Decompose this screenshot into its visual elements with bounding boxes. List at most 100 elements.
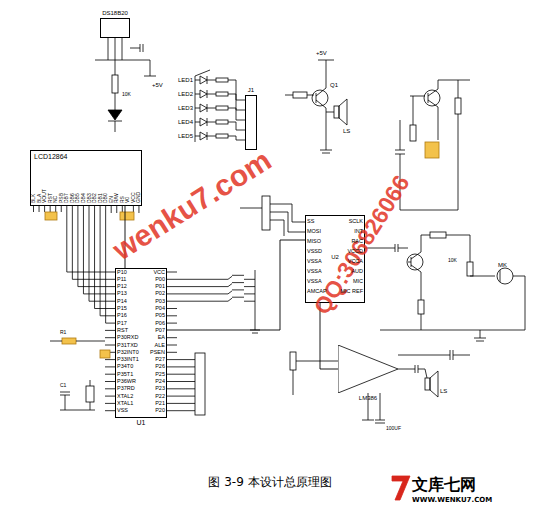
pin-label: P37RD xyxy=(117,386,135,392)
component-label: LED2 xyxy=(178,91,193,97)
pin-label: EN xyxy=(109,196,114,203)
wire xyxy=(167,286,228,287)
wire xyxy=(207,122,216,123)
wire xyxy=(228,136,245,140)
wire xyxy=(105,396,115,397)
led-symbol xyxy=(200,90,207,98)
led-symbol xyxy=(200,132,207,140)
wire xyxy=(167,403,195,404)
wire xyxy=(195,94,200,95)
pin-label: P27 xyxy=(155,357,165,363)
pin-label: NC xyxy=(53,196,58,203)
wire xyxy=(228,122,245,130)
pin-label: VCC xyxy=(131,192,136,203)
wire xyxy=(100,206,115,316)
pin-label: P22 xyxy=(155,394,165,400)
wire xyxy=(167,352,177,353)
pin-label: P35T1 xyxy=(117,372,133,378)
amplifier-triangle: LM386 xyxy=(338,345,398,393)
pin-label: P33INT1 xyxy=(117,357,139,363)
part-name: U1 xyxy=(137,419,146,427)
pin-label: VCCA xyxy=(348,259,363,265)
wire xyxy=(167,374,195,375)
wire xyxy=(105,403,115,404)
wire xyxy=(167,308,177,309)
pin-label: P07 xyxy=(155,328,165,334)
pin-label: P04 xyxy=(155,306,165,312)
component-label: R1 xyxy=(60,330,66,335)
wire xyxy=(228,298,232,301)
wire xyxy=(232,282,244,283)
led-symbol xyxy=(200,104,207,112)
pin-label: SS xyxy=(307,219,314,225)
pin-label: DB0 xyxy=(103,193,108,203)
pin-label: VSSA xyxy=(307,269,322,275)
wire xyxy=(228,284,232,287)
wire-connector xyxy=(167,240,305,330)
wire xyxy=(228,291,232,294)
component-label: +5V xyxy=(152,82,163,88)
pin-label: P14 xyxy=(117,299,127,305)
pin-label: P26 xyxy=(155,364,165,370)
pin-label: DB1 xyxy=(98,193,103,203)
pin-label: P10 xyxy=(117,270,127,276)
wire xyxy=(105,381,115,382)
logo-text: WWW.WENKU7.COM xyxy=(412,497,492,504)
component-label: 100UF xyxy=(386,426,401,431)
pin-label: P16 xyxy=(117,313,127,319)
wire xyxy=(228,108,245,120)
wire xyxy=(244,279,255,280)
wire-connector xyxy=(167,240,305,330)
component-label: LS xyxy=(343,128,350,134)
figure-caption: 图 3-9 本设计总原理图 xyxy=(208,476,331,488)
wire xyxy=(167,301,228,302)
wire xyxy=(244,301,255,302)
logo-text: 文库七网 xyxy=(412,477,476,493)
pin-label: P32INT0 xyxy=(117,350,139,356)
component-label: 10K xyxy=(122,92,131,97)
led-symbol xyxy=(200,118,207,126)
resistor-symbol xyxy=(216,92,228,96)
pin-label: DB6 xyxy=(70,193,75,203)
pin-label: MOSI xyxy=(307,229,321,235)
wire xyxy=(228,276,232,279)
wire xyxy=(167,410,195,411)
pin-label: MIC xyxy=(353,279,363,285)
pin-label: P30RXD xyxy=(117,335,138,341)
pin-label: VCC xyxy=(153,270,165,276)
wire xyxy=(167,272,177,273)
pin-label: XTAL2 xyxy=(117,394,133,400)
pin-label: P20 xyxy=(155,408,165,414)
pin-label: VSSA xyxy=(307,259,322,265)
pin-label: VCCD xyxy=(347,249,363,255)
sensor-chip: DS18B20 xyxy=(100,18,130,38)
pin-label: P05 xyxy=(155,313,165,319)
pin-label: MIC REF xyxy=(340,289,363,295)
wire xyxy=(195,80,200,81)
wire xyxy=(228,80,245,100)
resistor-symbol xyxy=(216,106,228,110)
wire xyxy=(61,206,62,212)
component-label: LED1 xyxy=(178,77,193,83)
wire xyxy=(207,80,216,81)
pin-label: P24 xyxy=(155,379,165,385)
resistor-symbol xyxy=(216,134,228,138)
wire xyxy=(44,206,45,212)
resistor-symbol xyxy=(216,78,228,82)
wire xyxy=(232,275,244,276)
pin-label: P12 xyxy=(117,284,127,290)
wire xyxy=(138,206,139,213)
pin-label: DB5 xyxy=(75,193,80,203)
part-name: DS18B20 xyxy=(102,10,128,17)
wire xyxy=(207,108,216,109)
wire xyxy=(207,94,216,95)
wire xyxy=(105,410,115,411)
pin-label: R/W xyxy=(114,193,119,203)
pin-label: DB3 xyxy=(87,193,92,203)
wire xyxy=(55,206,56,212)
pin-label: EA xyxy=(158,335,165,341)
pin-label: P17 xyxy=(117,321,127,327)
pin-label: P34T0 xyxy=(117,364,133,370)
